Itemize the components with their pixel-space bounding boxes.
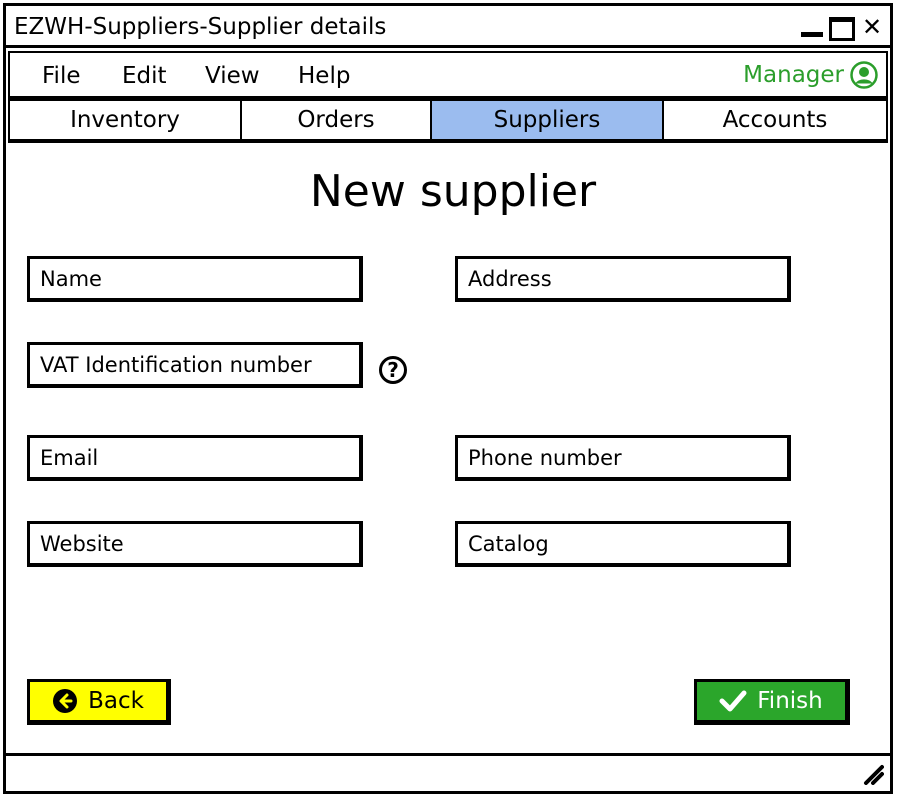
user-label: Manager [743,62,844,88]
tab-label: Accounts [722,107,828,133]
menu-edit[interactable]: Edit [122,63,167,89]
tab-inventory[interactable]: Inventory [8,99,242,143]
minimize-icon[interactable] [801,15,823,39]
menu-view[interactable]: View [205,63,260,89]
back-button[interactable]: Back [27,679,171,725]
address-input[interactable] [458,259,787,298]
vat-input[interactable] [30,345,359,384]
website-input[interactable] [30,524,359,563]
catalog-input[interactable] [458,524,787,563]
tab-orders[interactable]: Orders [240,99,432,143]
status-bar [6,753,890,791]
title-bar: EZWH-Suppliers-Supplier details ✕ [6,6,890,48]
arrow-left-circle-icon [53,689,78,713]
tab-bar: Inventory Orders Suppliers Accounts [8,99,888,145]
website-field[interactable] [27,521,363,567]
main-content: New supplier ? Back [6,146,890,754]
address-field[interactable] [455,256,791,302]
phone-input[interactable] [458,438,787,477]
question-circle-icon[interactable]: ? [379,356,407,384]
tab-label: Orders [297,107,375,133]
user-menu[interactable]: Manager [743,61,878,89]
vat-field[interactable] [27,342,363,388]
checkmark-icon [719,690,747,712]
finish-label: Finish [757,688,823,714]
tab-label: Inventory [70,107,180,133]
menu-bar: File Edit View Help Manager [8,51,888,99]
tab-suppliers[interactable]: Suppliers [430,99,664,143]
close-icon[interactable]: ✕ [861,13,883,41]
name-input[interactable] [30,259,359,298]
name-field[interactable] [27,256,363,302]
menu-help[interactable]: Help [298,63,351,89]
page-title: New supplier [309,166,597,217]
finish-button[interactable]: Finish [694,679,850,725]
user-circle-icon [850,61,878,89]
menu-file[interactable]: File [42,63,81,89]
app-window: EZWH-Suppliers-Supplier details ✕ File E… [3,3,893,794]
resize-grip-icon[interactable] [862,763,884,785]
window-title: EZWH-Suppliers-Supplier details [14,14,387,40]
email-input[interactable] [30,438,359,477]
tab-label: Suppliers [493,107,601,133]
email-field[interactable] [27,435,363,481]
maximize-icon[interactable] [829,15,855,41]
phone-field[interactable] [455,435,791,481]
tab-accounts[interactable]: Accounts [662,99,888,143]
back-label: Back [88,688,144,714]
catalog-field[interactable] [455,521,791,567]
